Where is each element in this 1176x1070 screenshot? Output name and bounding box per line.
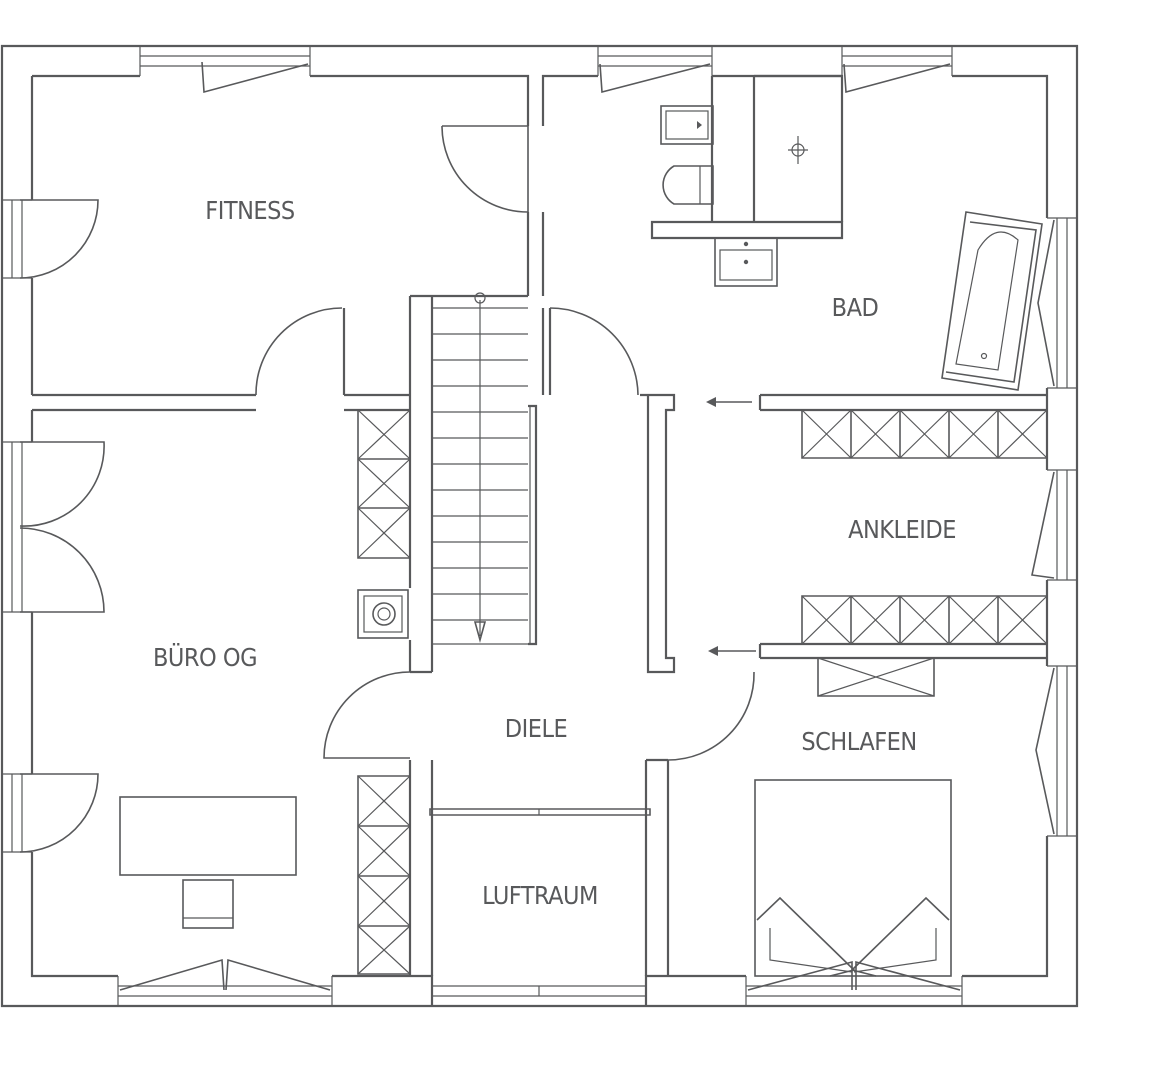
outer-walls <box>0 44 1079 1008</box>
interior-door-swings <box>255 125 755 761</box>
room-labels: FITNESS BAD BÜRO OG ANKLEIDE DIELE SCHLA… <box>153 196 956 910</box>
wardrobes <box>357 409 1048 975</box>
staircase <box>432 292 531 645</box>
room-label-bad: BAD <box>832 293 879 322</box>
furniture <box>119 105 1043 977</box>
exterior-door-swings <box>19 199 105 853</box>
room-label-buero: BÜRO OG <box>153 643 257 672</box>
room-label-luftraum: LUFTRAUM <box>482 881 598 910</box>
room-label-schlafen: SCHLAFEN <box>801 727 916 756</box>
room-label-diele: DIELE <box>505 714 567 743</box>
room-label-ankleide: ANKLEIDE <box>848 515 956 544</box>
room-label-fitness: FITNESS <box>205 196 295 225</box>
windows <box>2 46 1077 1006</box>
